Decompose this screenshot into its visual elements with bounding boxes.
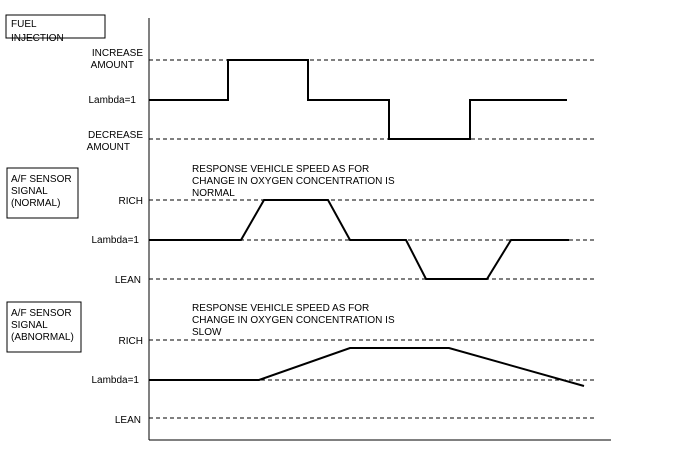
abnormal-lambda-label: Lambda=1: [91, 375, 139, 386]
fuel-decrease-label-line2: AMOUNT: [87, 142, 130, 153]
abnormal-rich-label: RICH: [119, 336, 143, 347]
normal-rich-label: RICH: [119, 196, 143, 207]
abnormal-response-note-line3: SLOW: [192, 327, 222, 338]
fuel-injection-waveform: [149, 59, 567, 140]
fuel-increase-label-line1: INCREASE: [92, 48, 143, 59]
normal-lambda-label: Lambda=1: [91, 235, 139, 246]
fuel-increase-label-line2: AMOUNT: [91, 60, 134, 71]
fuel-decrease-label-line1: DECREASE: [88, 130, 143, 141]
af-sensor-normal-box: [6, 167, 79, 219]
normal-response-note-line1: RESPONSE VEHICLE SPEED AS FOR: [192, 164, 369, 175]
normal-response-note-line3: NORMAL: [192, 188, 235, 199]
fuel-injection-box: [5, 14, 106, 39]
normal-response-note-line2: CHANGE IN OXYGEN CONCENTRATION IS: [192, 176, 395, 187]
abnormal-response-note-line2: CHANGE IN OXYGEN CONCENTRATION IS: [192, 315, 395, 326]
fuel-injection-label-line2: INJECTION: [11, 33, 64, 44]
af-sensor-normal-label-line3: (NORMAL): [11, 198, 60, 209]
af-sensor-normal-label-line1: A/F SENSOR: [11, 174, 72, 185]
abnormal-lean-label: LEAN: [115, 415, 141, 426]
af-sensor-abnormal-label-line1: A/F SENSOR: [11, 308, 72, 319]
normal-lean-label: LEAN: [115, 275, 141, 286]
af-sensor-abnormal-waveform: [149, 347, 585, 387]
abnormal-response-note-line1: RESPONSE VEHICLE SPEED AS FOR: [192, 303, 369, 314]
af-sensor-normal-waveform: [149, 199, 569, 280]
af-sensor-abnormal-label-line2: SIGNAL: [11, 320, 48, 331]
af-sensor-normal-label-line2: SIGNAL: [11, 186, 48, 197]
af-sensor-abnormal-box: [6, 301, 82, 353]
fuel-injection-label-line1: FUEL: [11, 19, 37, 30]
af-sensor-abnormal-label-line3: (ABNORMAL): [11, 332, 74, 343]
fuel-lambda-label: Lambda=1: [88, 95, 136, 106]
